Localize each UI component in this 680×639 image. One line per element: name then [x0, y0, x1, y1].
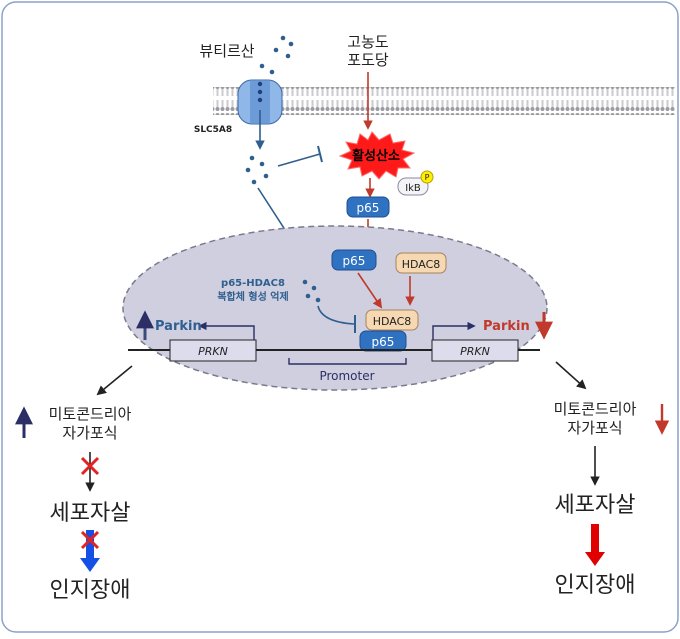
right-apoptosis-label: 세포자살	[555, 493, 636, 518]
ikb-label: IkB	[405, 183, 421, 194]
ros-burst	[338, 131, 416, 180]
butyrate-molecules	[259, 35, 294, 75]
parkin-right-label: Parkin	[483, 319, 530, 334]
left-cognitive-label: 인지장애	[50, 578, 131, 603]
inhibit-label-line2: 복합체 형성 억제	[217, 290, 288, 303]
left-cognitive-arrow	[80, 530, 100, 572]
phospho-label: P	[425, 173, 430, 182]
transcription-arrow-right	[432, 321, 476, 340]
ros-inhibition-line	[277, 153, 321, 167]
right-outcome-arrow	[555, 361, 587, 390]
hdac8-free-label: HDAC8	[402, 258, 441, 271]
ros-inhibition-bar	[317, 145, 323, 163]
hdac8-free: HDAC8	[395, 252, 447, 274]
ikb-complex: IkB P	[397, 170, 434, 196]
promoter-label: Promoter	[319, 369, 374, 383]
cell-membrane	[213, 87, 675, 115]
ros-label: 활성산소	[352, 148, 400, 164]
p65-nucleus-label: p65	[343, 254, 366, 268]
p65-cytoplasm: p65	[346, 196, 390, 218]
p65-nucleus: p65	[331, 249, 377, 271]
left-block-cross-1	[80, 456, 100, 476]
transcription-arrow-left	[198, 321, 255, 340]
left-mito-line2: 자가포식	[62, 424, 117, 442]
right-cognitive-label: 인지장애	[555, 573, 636, 598]
prkn-left-label: PRKN	[198, 345, 228, 358]
p65-complex-arrow	[357, 272, 383, 309]
prkn-gene-right	[431, 339, 519, 362]
left-apoptosis-label: 세포자살	[50, 501, 131, 526]
right-mito-line1: 미토콘드리아	[554, 400, 637, 418]
inhibit-label-line1: p65-HDAC8	[221, 278, 285, 289]
transporter-label: SLC5A8	[194, 125, 232, 135]
butyrate-label: 뷰티르산	[199, 42, 254, 60]
right-cognitive-arrow	[585, 524, 605, 566]
glucose-label-line1: 고농도	[347, 33, 389, 51]
right-mito-line2: 자가포식	[567, 419, 622, 437]
p65-complex-label: p65	[372, 335, 395, 349]
hdac8-complex-label: HDAC8	[373, 315, 412, 328]
slc5a8-transporter	[237, 79, 283, 125]
p65-hdac8-complex: HDAC8 p65	[359, 309, 419, 352]
promoter-bracket	[288, 358, 407, 365]
parkin-left-label: Parkin	[155, 319, 202, 334]
nuclear-butyrate	[302, 279, 321, 303]
left-block-cross-2	[80, 530, 100, 550]
left-mito-line1: 미토콘드리아	[49, 405, 132, 423]
prkn-gene-left	[169, 339, 257, 362]
glucose-label-line2: 포도당	[347, 51, 389, 69]
prkn-right-label: PRKN	[460, 345, 490, 358]
left-outcome-arrow	[96, 365, 133, 396]
p65-cytoplasm-label: p65	[357, 201, 380, 215]
intracellular-butyrate	[245, 155, 269, 185]
complex-inhibition-line	[317, 305, 355, 325]
